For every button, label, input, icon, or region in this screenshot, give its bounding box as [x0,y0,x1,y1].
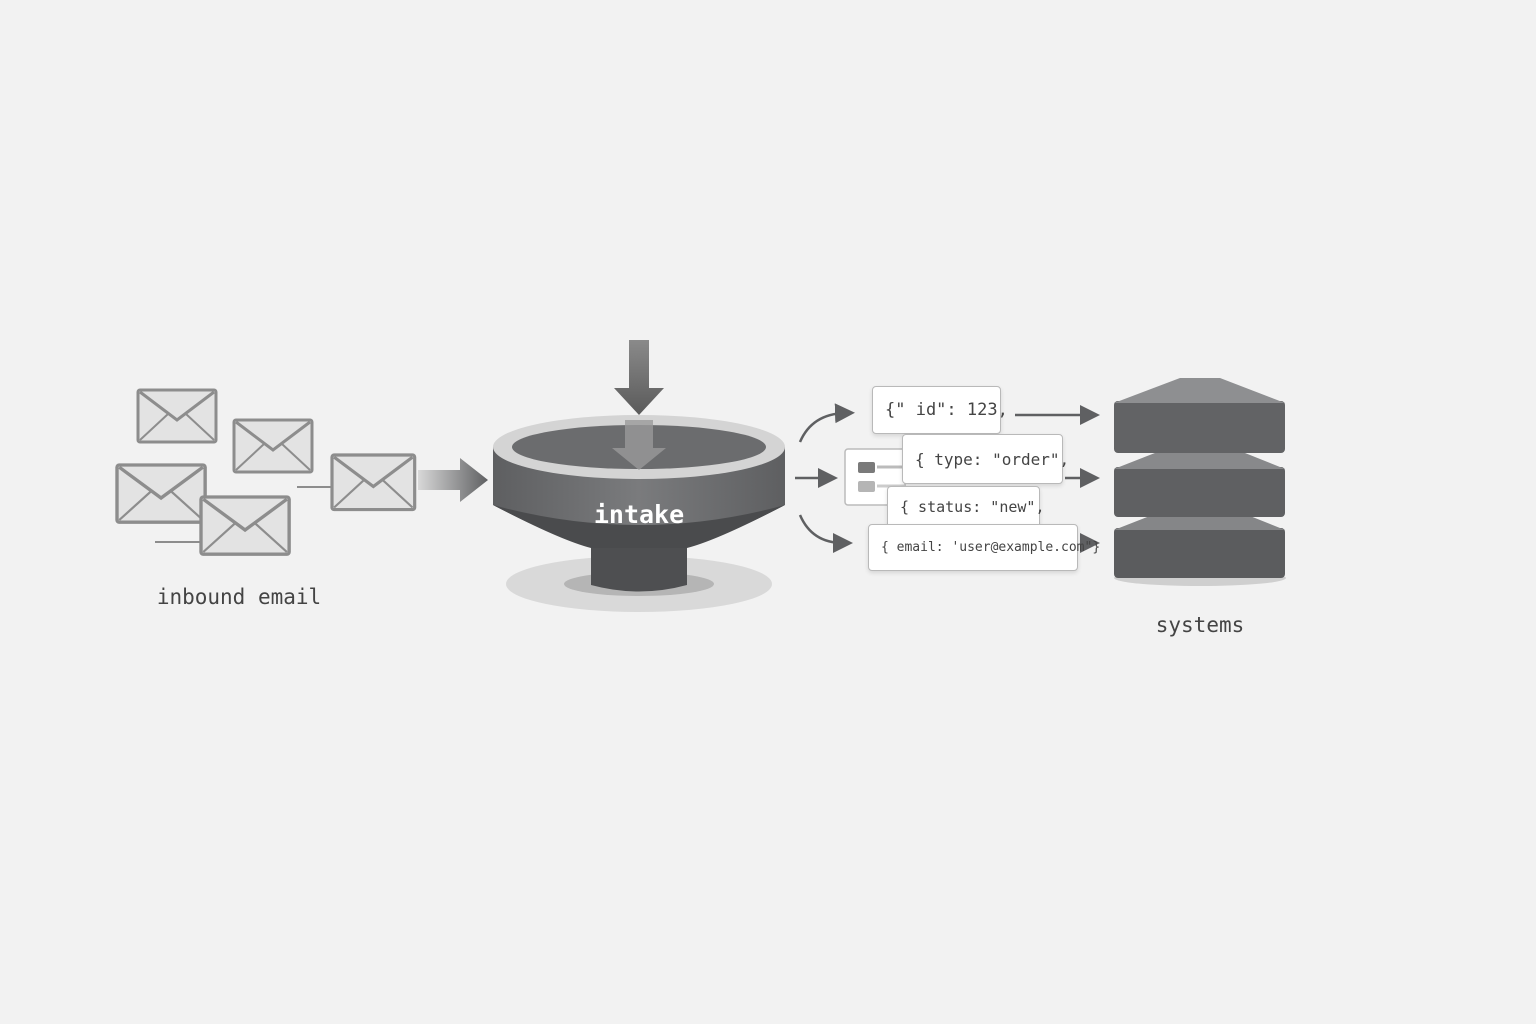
json-card-status: { status: "new", [887,486,1045,528]
intake-funnel [493,415,785,612]
inbound-email-label: inbound email [156,585,322,609]
json-card-email: { email: 'user@example.com"} [868,524,1100,571]
systems-label: systems [1155,613,1245,637]
arrow-right-icon [798,514,853,553]
arrow-right-icon [418,458,488,502]
arrow-down-icon [614,340,664,415]
json-card-type: { type: "order", [902,434,1069,484]
envelope-icon [330,453,417,512]
envelope-icon [232,418,314,474]
envelope-icon [136,388,218,444]
json-text: { email: 'user@example.com"} [881,540,1101,555]
intake-label: intake [593,500,685,529]
envelope-icon [199,495,291,556]
inbound-email-group [115,388,417,556]
json-text: {" id": 123, [885,400,1008,420]
envelope-icon [115,463,207,524]
arrow-right-icon [798,403,855,443]
json-text: { type: "order", [915,449,1070,469]
systems-stack-icon [1114,378,1286,586]
json-card-id: {" id": 123, [872,386,1008,434]
json-text: { status: "new", [900,498,1045,516]
